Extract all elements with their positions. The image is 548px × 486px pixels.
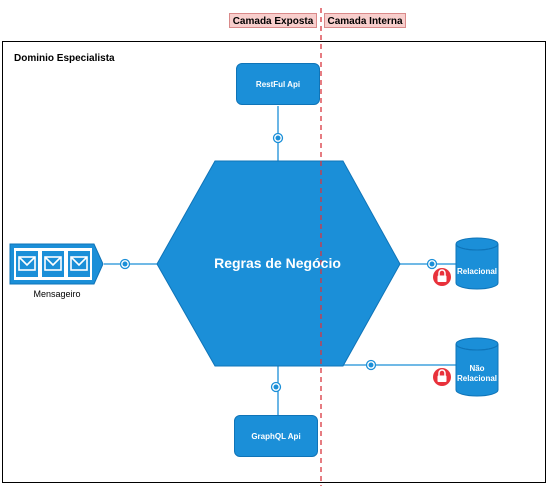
relational-label: Relacional	[456, 267, 497, 276]
nonrelational-label-line2: Relacional	[456, 374, 497, 383]
exposed-layer-tag: Camada Exposta	[229, 13, 317, 28]
business-rules-hexagon	[156, 160, 401, 367]
port-top-icon	[272, 132, 284, 144]
relational-database-icon	[455, 237, 499, 290]
messenger-label: Mensageiro	[33, 289, 81, 299]
frame-title: Dominio Especialista	[14, 53, 115, 64]
nonrelational-label: Não Relacional	[452, 364, 502, 384]
port-relational-icon	[426, 258, 438, 270]
restful-api-box: RestFul Api	[236, 63, 320, 105]
port-left-icon	[119, 258, 131, 270]
port-bottom-icon	[270, 381, 282, 393]
graphql-api-label: GraphQL Api	[251, 431, 301, 441]
nonrelational-label-line1: Não	[469, 364, 485, 373]
domain-frame	[2, 41, 546, 483]
messenger-icon	[9, 243, 104, 285]
internal-layer-tag: Camada Interna	[324, 13, 406, 28]
graphql-api-box: GraphQL Api	[234, 415, 318, 457]
lock-nonrelational-icon	[433, 368, 451, 386]
business-rules-label: Regras de Negócio	[214, 255, 341, 271]
lock-relational-icon	[433, 268, 451, 286]
nonrelational-database-icon	[455, 337, 499, 397]
restful-api-label: RestFul Api	[255, 79, 301, 89]
port-nonrelational-icon	[365, 359, 377, 371]
